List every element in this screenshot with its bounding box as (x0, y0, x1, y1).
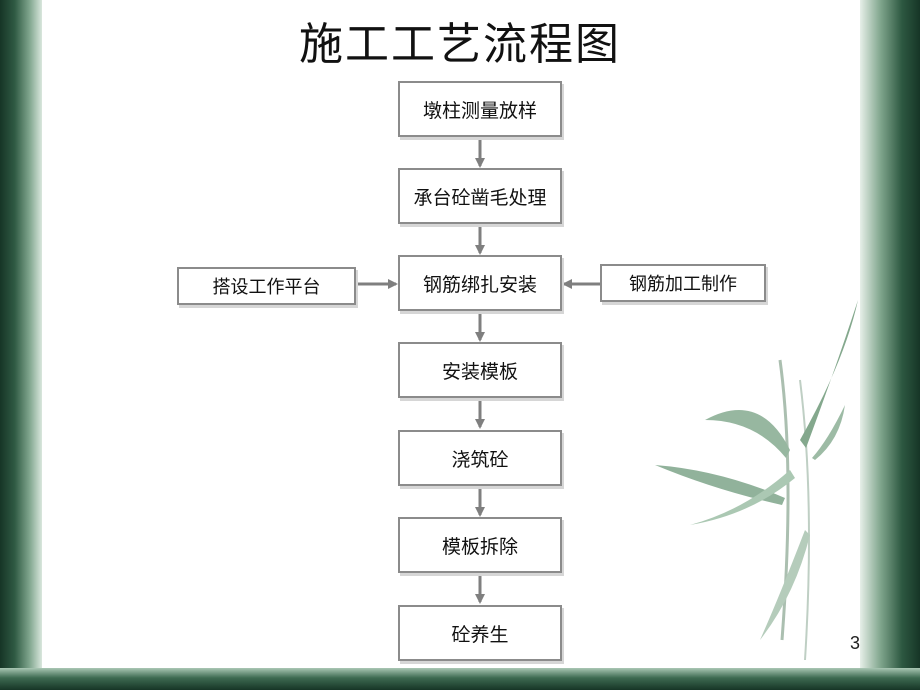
side-box-rebar-fabrication: 钢筋加工制作 (600, 264, 766, 302)
bamboo-leaf (812, 405, 845, 460)
bamboo-leaf (705, 410, 790, 458)
bamboo-stem (799, 379, 810, 661)
bamboo-leaf (690, 470, 795, 525)
bamboo-leaf (655, 465, 785, 505)
right-foliage-border (860, 0, 920, 690)
step-box-form-removal: 模板拆除 (398, 517, 562, 573)
bottom-foliage-border (0, 668, 920, 690)
step-box-pouring: 浇筑砼 (398, 430, 562, 486)
side-box-platform: 搭设工作平台 (177, 267, 356, 305)
step-box-formwork: 安装模板 (398, 342, 562, 398)
bamboo-leaf (800, 300, 858, 448)
left-foliage-border (0, 0, 42, 690)
step-box-survey: 墩柱测量放样 (398, 81, 562, 137)
step-box-curing: 砼养生 (398, 605, 562, 661)
bamboo-leaf (760, 530, 810, 640)
step-box-chiseling: 承台砼凿毛处理 (398, 168, 562, 224)
page-number: 3 (850, 633, 861, 653)
step-box-rebar-install: 钢筋绑扎安装 (398, 255, 562, 311)
page-title: 施工工艺流程图 (299, 19, 621, 70)
